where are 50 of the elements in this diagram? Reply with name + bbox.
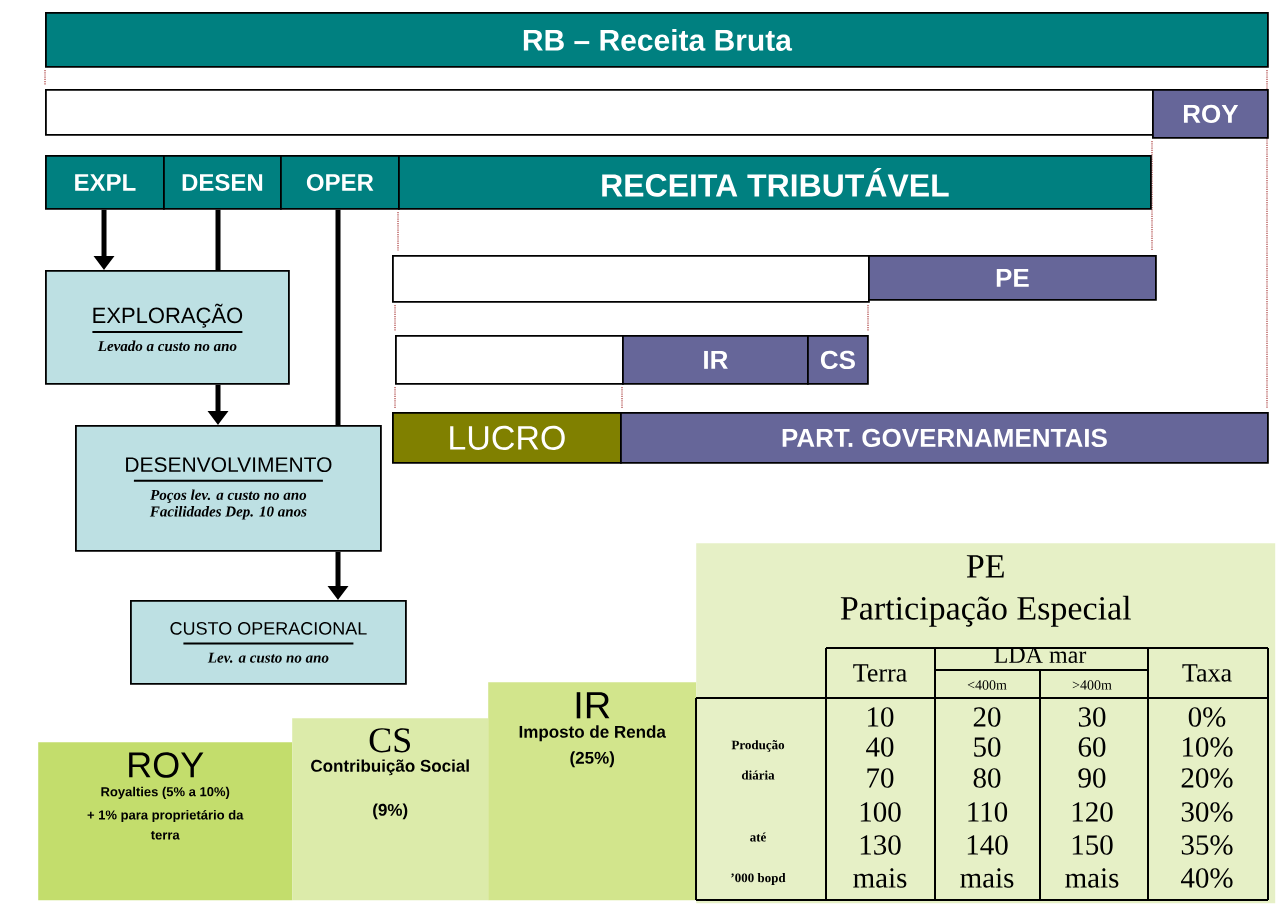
table-cell: 35% [1181,835,1233,855]
table-cell: 120 [1072,802,1113,822]
labeled-bar: OPER [280,155,400,210]
tax-card: ROY Royalties (5% a 10%) + 1% para proprietário da terra [38,742,293,901]
labeled-bar: RB – Receita Bruta [45,12,1269,68]
cost-box: DESENVOLVIMENTO Poços lev. a custo no ano Facilidades Dep. 10 anos [75,425,382,552]
labeled-bar: DESEN [163,155,282,210]
table-cell: 100 [860,802,901,822]
table-cell: 50 [974,737,1001,757]
table-cell: Terra [853,664,907,682]
labeled-bar: CS [807,335,869,385]
table-cell: ’000 bopd [731,873,786,885]
table-cell: 10 [868,707,894,727]
table-cell: 20% [1181,768,1233,788]
labeled-bar: ROY [1152,89,1269,139]
labeled-bar: PE [868,255,1157,301]
connector-line [335,209,341,425]
table-cell: 10% [1183,737,1233,757]
table-cell: 60 [1078,737,1106,757]
table-cell: diária [741,770,775,780]
table-cell: até [750,832,766,842]
table-cell: Taxa [1182,664,1232,682]
table-cell: Produção [731,740,785,752]
table-cell: 20 [973,707,1001,727]
tax-card: CS Contribuição Social (9%) [292,718,489,901]
table-cell: 90 [1078,768,1106,788]
table-cell: >400m [1072,680,1112,690]
tax-card: IR Imposto de Renda (25%) [488,682,697,901]
table-cell: 40 [866,737,894,757]
table-cell: mais [960,868,1014,888]
table-cell: 70 [867,768,894,788]
labeled-bar: EXPL [45,155,165,210]
labeled-bar: PART. GOVERNAMENTAIS [620,412,1269,464]
table-cell: 0% [1188,707,1226,727]
table-cell: 80 [973,768,1001,788]
table-cell: 40% [1181,868,1233,888]
cost-box: CUSTO OPERACIONAL Lev. a custo no ano [130,600,407,685]
table-cell: mais [853,868,907,888]
table-cell: 150 [1072,835,1113,855]
table-cell: <400m [967,680,1007,690]
table-cell: 130 [860,835,901,855]
table-cell: 140 [967,835,1008,855]
labeled-bar: LUCRO [392,412,622,464]
table-cell: 30% [1181,802,1233,822]
connector-line [215,209,221,270]
cost-box: EXPLORAÇÃO Levado a custo no ano [45,270,290,385]
table-cell: 30 [1078,707,1106,727]
table-cell: mais [1065,868,1119,888]
empty-bar [45,89,1154,136]
table-cell: 110 [968,802,1008,822]
